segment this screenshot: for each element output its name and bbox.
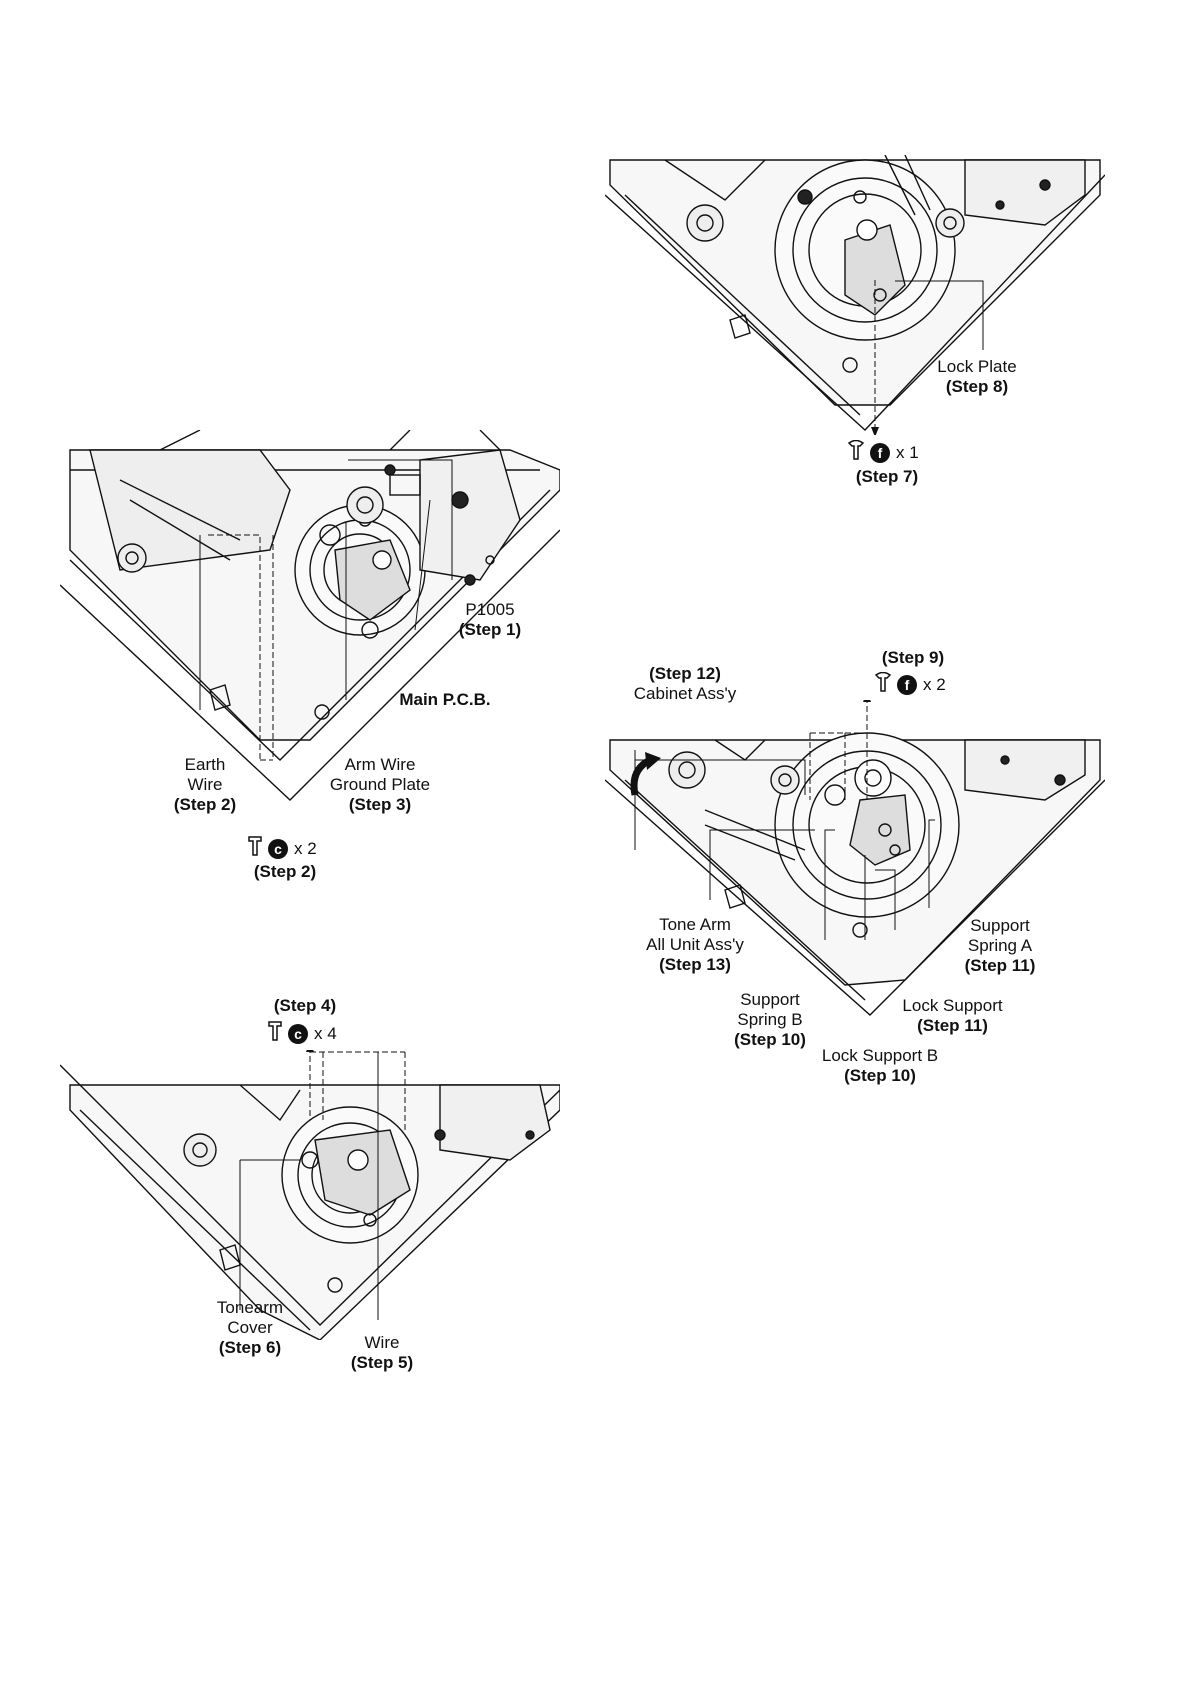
figure-2-turntable-drawing [60,1050,560,1340]
screw-type-badge: c [288,1023,308,1044]
screw-quantity: x 1 [896,442,919,462]
screw-type-badge: f [897,674,917,695]
screw-type-badge: c [268,838,288,859]
screw-icon [268,1021,282,1046]
figure-3-turntable-drawing [605,155,1105,435]
label-main-pcb: Main P.C.B. [399,690,491,709]
label-p1005: P1005 (Step 1) [458,600,522,639]
screw-callout-step7: f x 1 [847,439,919,465]
screw-quantity: x 2 [294,838,317,858]
screw-quantity: x 2 [923,674,946,694]
screw-quantity: x 4 [314,1023,337,1043]
screw-icon [874,671,892,697]
label-support-spring-b: Support Spring B (Step 10) [734,990,806,1049]
label-tonearm-cover: Tonearm Cover (Step 6) [216,1298,284,1357]
screw-icon [847,439,865,465]
label-lock-support: Lock Support (Step 11) [902,996,1003,1035]
screw-callout-step4: c x 4 [268,1021,337,1046]
label-lock-support-b: Lock Support B (Step 10) [821,1046,939,1085]
figure-4-turntable-drawing [605,700,1105,1016]
figure-1-turntable-drawing [60,430,560,801]
screw-callout-step9: f x 2 [874,671,946,697]
label-lock-plate: Lock Plate (Step 8) [937,357,1017,396]
screw-callout-step2: c x 2 [248,836,317,861]
label-wire: Wire (Step 5) [350,1333,414,1372]
label-cabinet-assy: (Step 12) Cabinet Ass'y [633,664,737,703]
label-earth-wire: Earth Wire (Step 2) [173,755,237,814]
label-step9: (Step 9) [881,648,945,667]
label-screw-step: (Step 2) [253,862,317,881]
label-arm-wire-ground-plate: Arm Wire Ground Plate (Step 3) [329,755,431,814]
screw-icon [248,836,262,861]
label-tone-arm-all-unit-assy: Tone Arm All Unit Ass'y (Step 13) [646,915,744,974]
label-step4: (Step 4) [273,996,337,1015]
label-support-spring-a: Support Spring A (Step 11) [964,916,1036,975]
screw-type-badge: f [870,442,890,463]
label-step7: (Step 7) [855,467,919,486]
